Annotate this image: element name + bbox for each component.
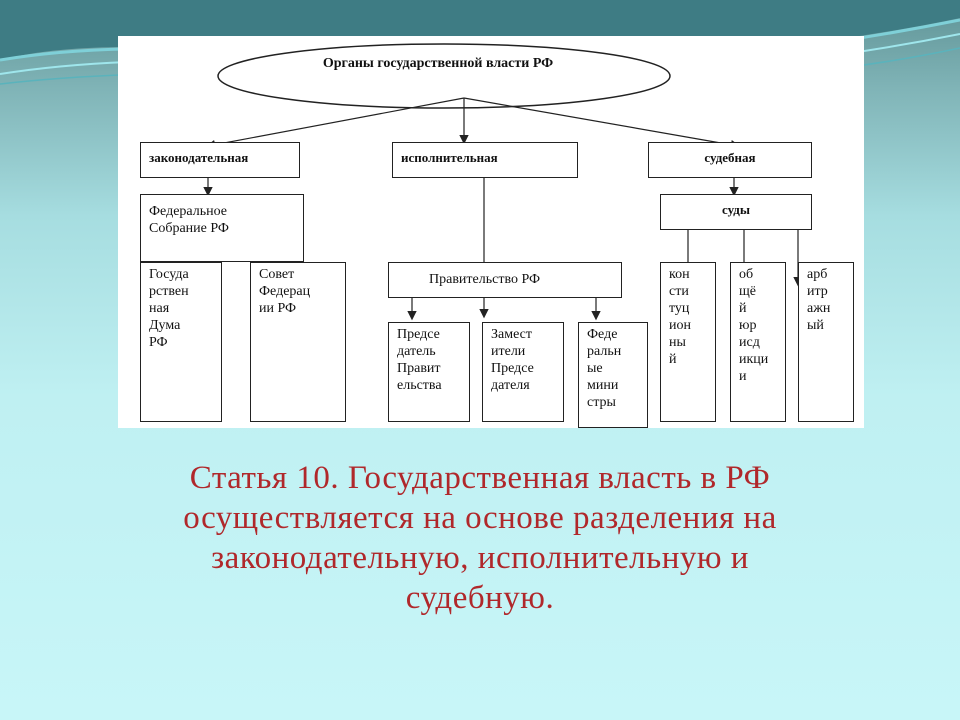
government-box: Правительство РФ bbox=[388, 262, 622, 298]
federal-assembly-box: Федеральное Собрание РФ bbox=[140, 194, 304, 262]
duma-line: Дума bbox=[149, 318, 181, 333]
duma-line: рствен bbox=[149, 284, 189, 299]
arbitration-line: итр bbox=[807, 284, 828, 299]
chairman-line: ельства bbox=[397, 378, 442, 393]
constitutional-line: туц bbox=[669, 301, 690, 316]
arbitration-line: ажн bbox=[807, 301, 831, 316]
deputies-line: Предсе bbox=[491, 361, 534, 376]
caption-line: Статья 10. Государственная власть в РФ bbox=[189, 460, 771, 496]
general-line: и bbox=[739, 369, 747, 384]
chairman-line: датель bbox=[397, 344, 436, 359]
arbitration-line: ый bbox=[807, 318, 824, 333]
chairman-box: Предсе датель Правит ельства bbox=[388, 322, 470, 422]
branch-executive: исполнительная bbox=[392, 142, 578, 178]
branch-judicial: судебная bbox=[648, 142, 812, 178]
root-label: Органы государственной власти РФ bbox=[322, 56, 554, 71]
ministries-box: Феде ральн ые мини стры bbox=[578, 322, 648, 428]
council-line: Совет bbox=[259, 267, 295, 282]
root-ellipse bbox=[217, 43, 671, 109]
arbitration-court-box: арб итр ажн ый bbox=[798, 262, 854, 422]
chairman-line: Предсе bbox=[397, 327, 440, 342]
article-caption: Статья 10. Государственная власть в РФ о… bbox=[120, 458, 840, 618]
federation-council-box: Совет Федерац ии РФ bbox=[250, 262, 346, 422]
general-line: исд bbox=[739, 335, 760, 350]
council-line: ии РФ bbox=[259, 301, 297, 316]
branch-legislative: законодательная bbox=[140, 142, 300, 178]
ministries-line: стры bbox=[587, 395, 616, 410]
general-line: икци bbox=[739, 352, 769, 367]
federal-assembly-line: Федеральное bbox=[149, 204, 228, 219]
duma-line: ная bbox=[149, 301, 170, 316]
ministries-line: ые bbox=[587, 361, 603, 376]
constitutional-line: ны bbox=[669, 335, 686, 350]
deputies-box: Замест ители Предсе дателя bbox=[482, 322, 564, 422]
general-line: щё bbox=[739, 284, 756, 299]
constitutional-line: ион bbox=[669, 318, 691, 333]
arbitration-line: арб bbox=[807, 267, 828, 282]
constitutional-court-box: кон сти туц ион ны й bbox=[660, 262, 716, 422]
federal-assembly-line: Собрание РФ bbox=[149, 221, 229, 236]
ministries-line: Феде bbox=[587, 327, 618, 342]
courts-box: суды bbox=[660, 194, 812, 230]
ministries-line: ральн bbox=[587, 344, 622, 359]
power-structure-diagram: Органы государственной власти РФ законод… bbox=[118, 36, 864, 428]
ministries-line: мини bbox=[587, 378, 619, 393]
general-line: об bbox=[739, 267, 754, 282]
general-court-box: об щё й юр исд икци и bbox=[730, 262, 786, 422]
deputies-line: ители bbox=[491, 344, 526, 359]
duma-line: РФ bbox=[149, 335, 168, 350]
caption-line: осуществляется на основе разделения на bbox=[183, 500, 777, 536]
deputies-line: дателя bbox=[491, 378, 530, 393]
constitutional-line: сти bbox=[669, 284, 689, 299]
caption-line: законодательную, исполнительную и bbox=[211, 540, 749, 576]
duma-line: Госуда bbox=[149, 267, 189, 282]
caption-line: судебную. bbox=[405, 580, 555, 616]
general-line: й bbox=[739, 301, 747, 316]
chairman-line: Правит bbox=[397, 361, 441, 376]
deputies-line: Замест bbox=[491, 327, 532, 342]
state-duma-box: Госуда рствен ная Дума РФ bbox=[140, 262, 222, 422]
council-line: Федерац bbox=[259, 284, 311, 299]
constitutional-line: й bbox=[669, 352, 677, 367]
general-line: юр bbox=[739, 318, 757, 333]
constitutional-line: кон bbox=[669, 267, 690, 282]
